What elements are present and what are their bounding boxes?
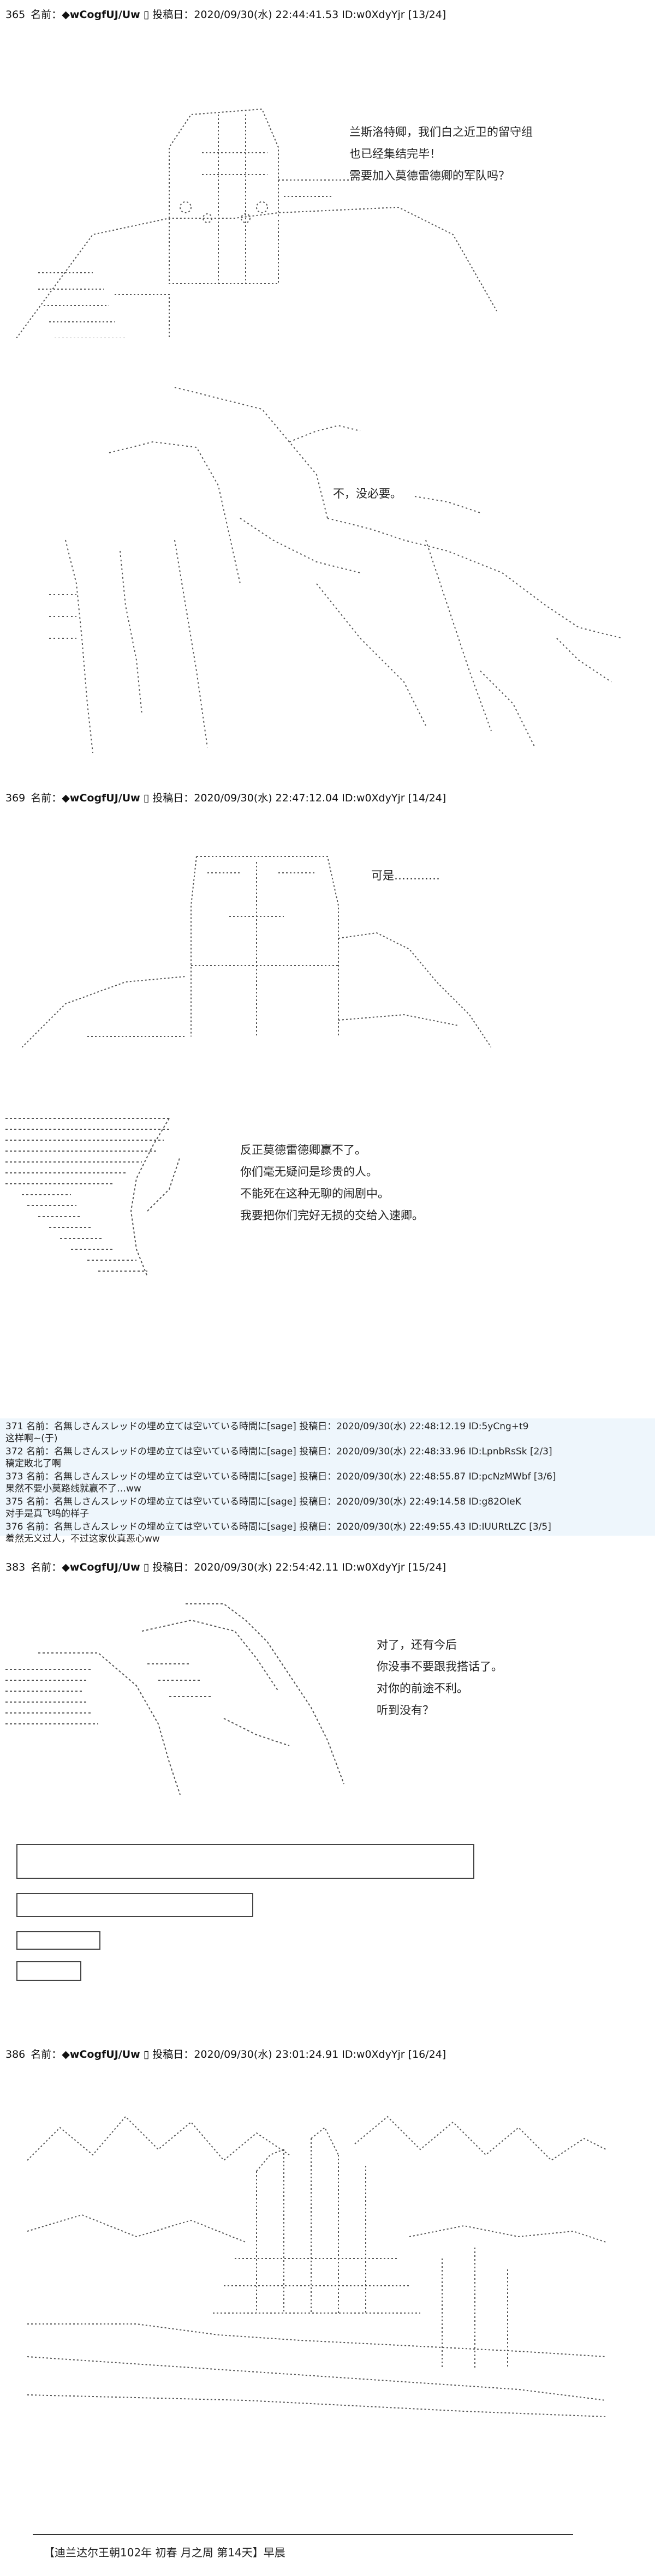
dialogue-block: 反正莫德雷德卿赢不了。 你们毫无疑问是珍贵的人。 不能死在这种无聊的闹剧中。 我… (240, 1143, 424, 1222)
posted-label: 投稿日： (152, 792, 194, 804)
empty-panel-medium (16, 1893, 253, 1917)
dialogue-block: 兰斯洛特卿，我们白之近卫的留守组 也已经集结完毕！ 需要加入莫德雷德卿的军队吗？ (349, 125, 533, 182)
knight-profile-art (5, 1113, 235, 1277)
post-date: 2020/09/30(水) 22:54:42.11 ID:w0XdyYjr [1… (194, 1561, 446, 1573)
reply-372: 372 名前：名無しさんスレッドの埋め立ては空いている時間に[sage] 投稿日… (5, 1446, 552, 1469)
dialogue-block: 对了，还有今后 你没事不要跟我搭话了。 对你的前途不利。 听到没有？ (377, 1638, 503, 1717)
tripcode[interactable]: ◆wCogfUJ/Uw (62, 1561, 140, 1573)
mark: ▯ (143, 2048, 150, 2060)
robed-figure-art (33, 376, 655, 758)
mark: ▯ (143, 1561, 150, 1573)
name-label: 名前： (31, 792, 62, 804)
mark: ▯ (143, 792, 150, 804)
empty-panel-wide-small (16, 1931, 100, 1950)
reply-371: 371 名前：名無しさんスレッドの埋め立ては空いている時間に[sage] 投稿日… (5, 1421, 529, 1444)
reply-list: 371 名前：名無しさんスレッドの埋め立ては空いている時間に[sage] 投稿日… (0, 1418, 655, 1544)
post-number: 383 (5, 1561, 26, 1573)
post-date: 2020/09/30(水) 22:47:12.04 ID:w0XdyYjr [1… (194, 792, 446, 804)
scene-caption: 【迪兰达尔王朝102年 初春 月之周 第14天】早晨 (44, 2546, 285, 2559)
name-label: 名前： (31, 9, 62, 21)
knight-cross-art (22, 840, 491, 1047)
posted-label: 投稿日： (152, 2048, 194, 2060)
castle-landscape-art (27, 2095, 606, 2417)
figure-sideview-art (5, 1598, 355, 1795)
post-header: 365 名前：◆wCogfUJ/Uw ▯ 投稿日：2020/09/30(水) 22… (5, 8, 446, 22)
post-date: 2020/09/30(水) 22:44:41.53 ID:w0XdyYjr [1… (194, 9, 446, 21)
post-date: 2020/09/30(水) 23:01:24.91 ID:w0XdyYjr [1… (194, 2048, 446, 2060)
name-label: 名前： (31, 1561, 62, 1573)
post-header: 369 名前：◆wCogfUJ/Uw ▯ 投稿日：2020/09/30(水) 22… (5, 791, 446, 805)
caption-rule-top (33, 2534, 573, 2535)
posted-label: 投稿日： (152, 1561, 194, 1573)
post-number: 386 (5, 2048, 26, 2060)
reply-376: 376 名前：名無しさんスレッドの埋め立ては空いている時間に[sage] 投稿日… (5, 1521, 551, 1544)
tripcode[interactable]: ◆wCogfUJ/Uw (62, 2048, 140, 2060)
posted-label: 投稿日： (152, 9, 194, 21)
knight-helmet-art (5, 55, 551, 338)
empty-panel-small (16, 1961, 81, 1981)
dialogue-block: 不，没必要。 (333, 487, 402, 500)
post-header: 386 名前：◆wCogfUJ/Uw ▯ 投稿日：2020/09/30(水) 23… (5, 2047, 446, 2062)
tripcode[interactable]: ◆wCogfUJ/Uw (62, 9, 140, 21)
empty-panel-large (16, 1844, 474, 1879)
reply-373: 373 名前：名無しさんスレッドの埋め立ては空いている時間に[sage] 投稿日… (5, 1471, 556, 1494)
dialogue-block: 可是………… (371, 869, 440, 882)
tripcode[interactable]: ◆wCogfUJ/Uw (62, 792, 140, 804)
post-number: 369 (5, 792, 26, 804)
reply-375: 375 名前：名無しさんスレッドの埋め立ては空いている時間に[sage] 投稿日… (5, 1496, 521, 1519)
post-header: 383 名前：◆wCogfUJ/Uw ▯ 投稿日：2020/09/30(水) 22… (5, 1560, 446, 1574)
mark: ▯ (143, 9, 150, 21)
post-number: 365 (5, 9, 26, 21)
name-label: 名前： (31, 2048, 62, 2060)
